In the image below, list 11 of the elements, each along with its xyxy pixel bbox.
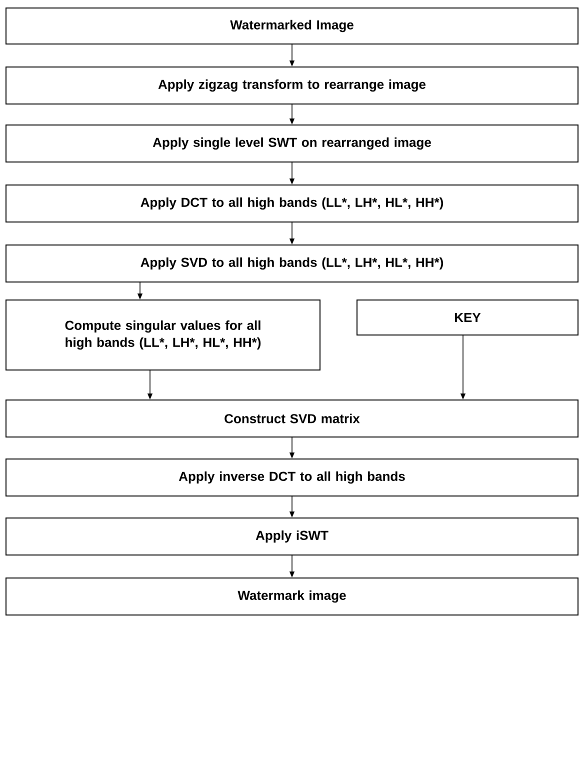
process-box: Watermark image bbox=[6, 578, 578, 616]
process-box: Apply iSWT bbox=[6, 518, 578, 556]
process-box: Apply zigzag transform to rearrange image bbox=[6, 66, 578, 104]
process-box: KEY bbox=[356, 300, 578, 336]
process-box: Compute singular values for all high bands (LL*, LH*, HL*, HH*) bbox=[6, 300, 320, 370]
process-box: Apply inverse DCT to all high bands bbox=[6, 458, 578, 496]
process-box: Construct SVD matrix bbox=[6, 400, 578, 438]
process-box: Apply SVD to all high bands (LL*, LH*, HL*, HH*) bbox=[6, 244, 578, 282]
process-box: Apply single level SWT on rearranged image bbox=[6, 124, 578, 162]
process-box: Watermarked Image bbox=[6, 8, 578, 44]
process-box: Apply DCT to all high bands (LL*, LH*, HL*, HH*) bbox=[6, 184, 578, 222]
